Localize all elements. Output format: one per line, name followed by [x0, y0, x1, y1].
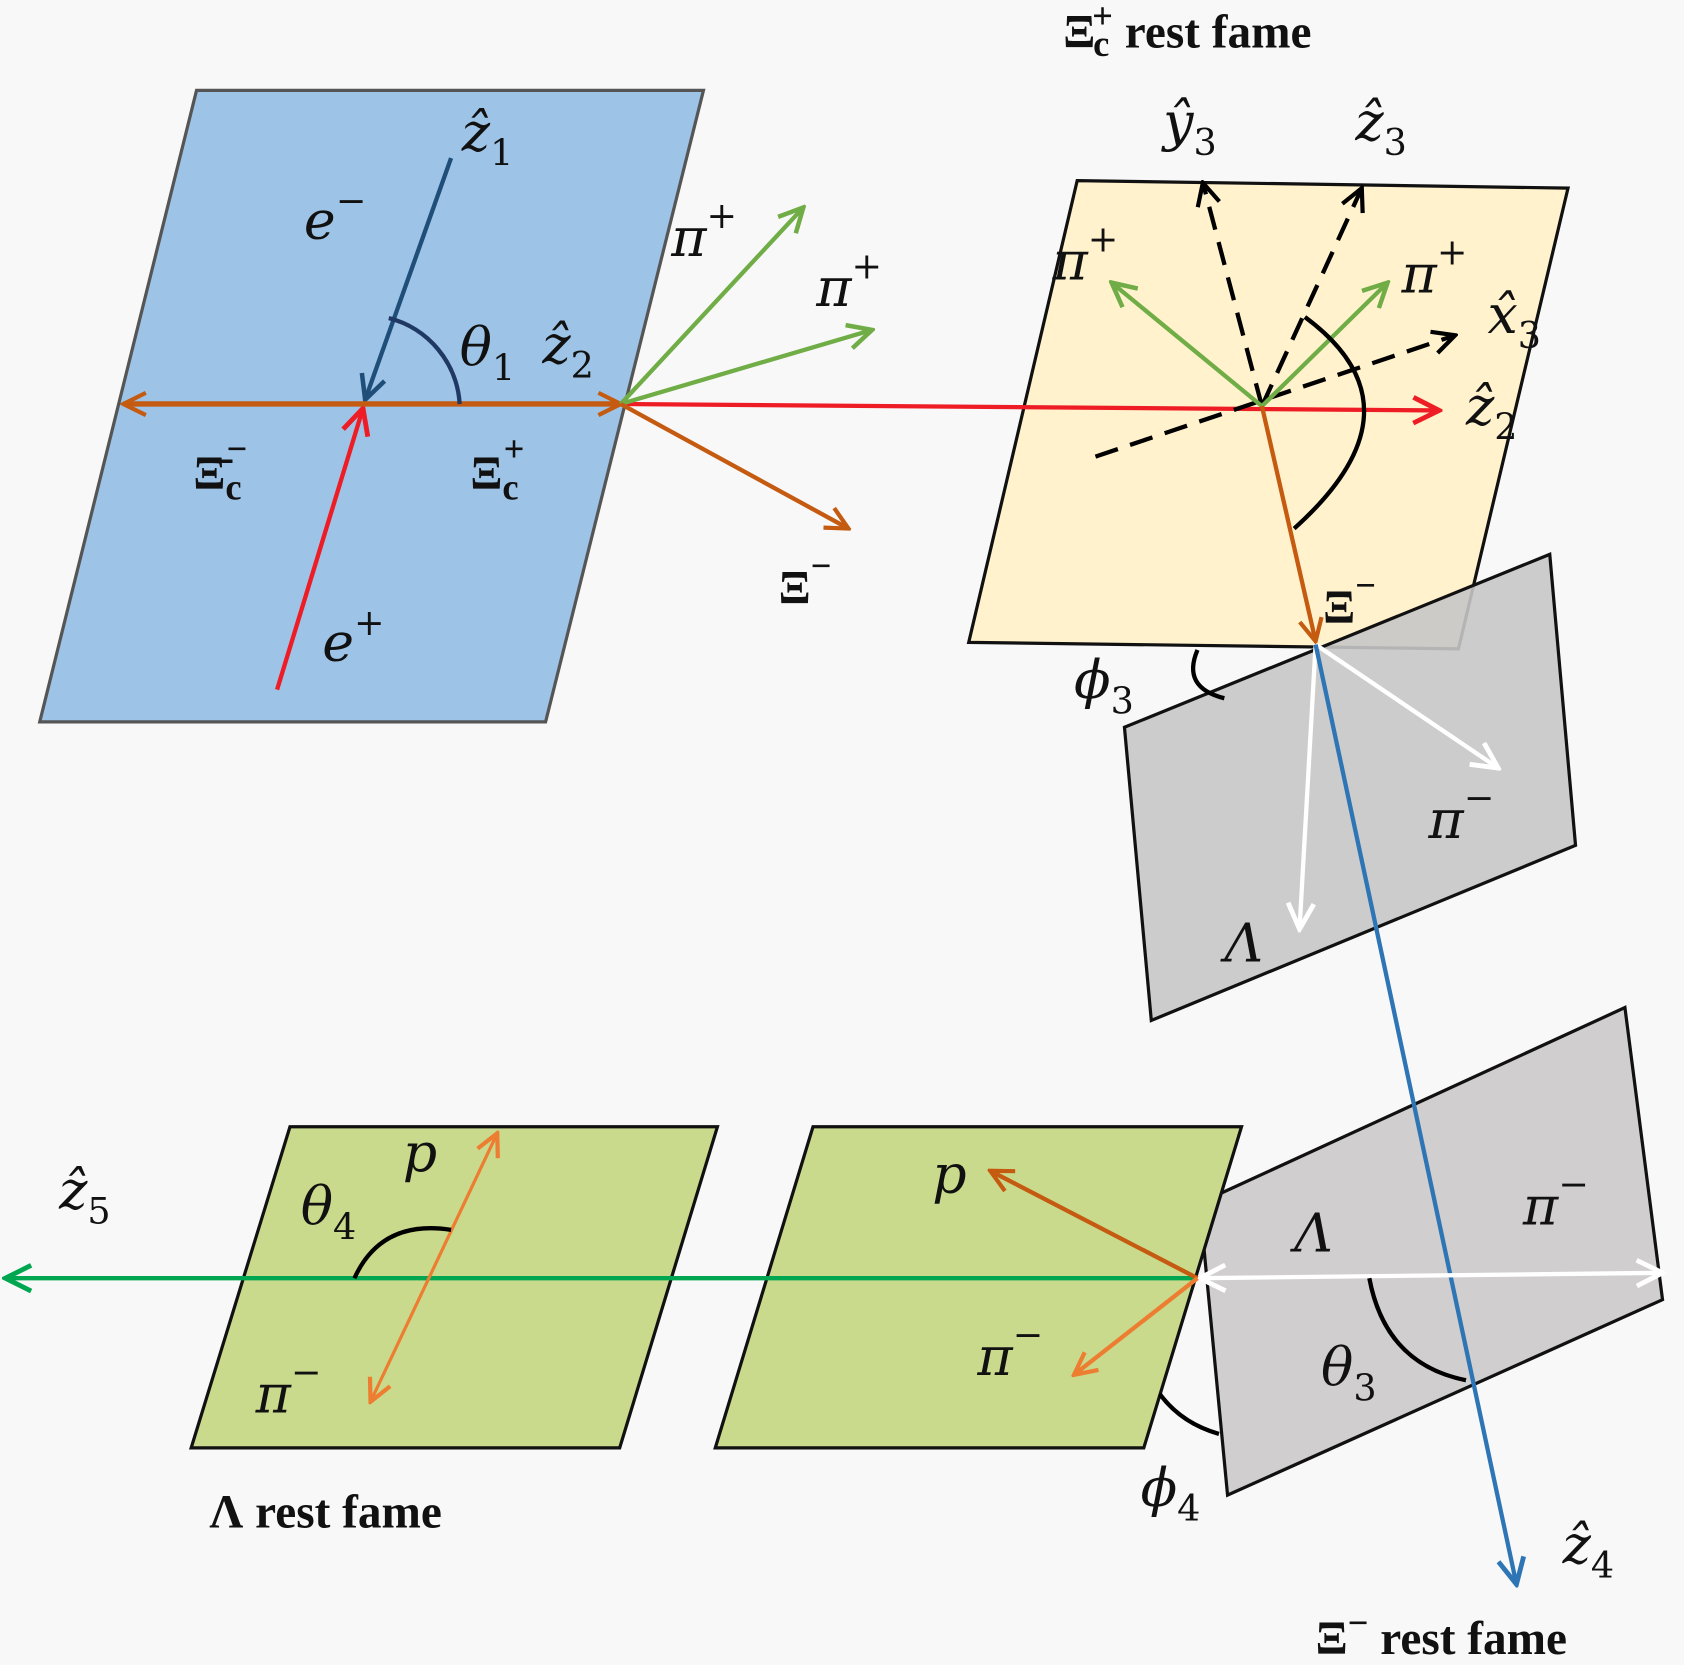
- theta1-arc: [388, 315, 462, 405]
- xi-minus-label-1: Ξ−: [779, 545, 832, 615]
- proton-arrow-1: [990, 1171, 1199, 1281]
- pi-plus-arrow-1: [619, 207, 804, 406]
- pi-minus-label-4: π−: [255, 1351, 322, 1426]
- theta1-label: θ1: [460, 315, 516, 389]
- z5-label: ẑ5: [58, 1158, 111, 1232]
- pi-minus-label-2: π−: [1522, 1163, 1589, 1238]
- proton-label-2: p: [403, 1121, 437, 1184]
- z2-label-lab: ẑ2: [541, 313, 594, 387]
- phi3-arc: [1191, 649, 1225, 701]
- xi-minus-arrow-1: [619, 402, 849, 529]
- xi-rest-frame-plane: [1197, 1005, 1665, 1498]
- phi4-label: ϕ4: [1141, 1456, 1201, 1530]
- lambda-rest-frame-label: Λ rest fame: [209, 1486, 441, 1538]
- x3-label: x̂3: [1487, 283, 1541, 357]
- proton-pion-arrow: [371, 1133, 498, 1401]
- pi-plus-arrow-3: [1112, 283, 1264, 408]
- xi-c-plus-label: Ξc+: [470, 428, 524, 508]
- xibar-c-label: Ξ̄c−: [193, 428, 247, 508]
- pi-plus-arrow-2: [620, 330, 872, 407]
- z1-label: ẑ1: [461, 101, 514, 175]
- lambda-label-1: Λ: [1219, 911, 1263, 974]
- phi4-arc: [1158, 1392, 1220, 1436]
- xi-c-rest-frame-label: Ξc+ rest fame: [1063, 0, 1311, 64]
- pi-plus-label-3: π+: [1052, 217, 1119, 292]
- z2-axis-arrow: [620, 404, 1439, 410]
- z3-axis: [1259, 188, 1362, 408]
- z4-label: ẑ4: [1562, 1513, 1615, 1587]
- theta2-arc: [1292, 315, 1367, 531]
- y3-label: ŷ3: [1161, 90, 1217, 164]
- xi-decay-plane: [1122, 552, 1578, 1023]
- lambda-decay-plane: [713, 1125, 1244, 1450]
- phi3-label: ϕ3: [1074, 648, 1134, 722]
- pi-minus-label-3: π−: [976, 1313, 1043, 1388]
- e-plus-arrow: [275, 408, 363, 691]
- e-minus-arrow: [365, 157, 454, 400]
- pi-plus-label-1: π+: [670, 194, 737, 269]
- xi-minus-label-2: Ξ−: [1323, 564, 1376, 634]
- pi-minus-label-1: π−: [1427, 776, 1494, 851]
- z3-label: ẑ3: [1354, 90, 1407, 164]
- theta4-label: θ4: [301, 1175, 357, 1249]
- xi-minus-arrow-2: [1259, 405, 1316, 641]
- pi-plus-arrow-4: [1260, 283, 1388, 408]
- lambda-label-2: Λ: [1289, 1201, 1333, 1264]
- lambda-pi-arrow: [1200, 1273, 1663, 1278]
- pi-minus-arrow-1: [1314, 642, 1499, 769]
- y3-axis: [1203, 183, 1265, 407]
- pi-minus-arrow-3: [1074, 1276, 1199, 1375]
- proton-label-1: p: [932, 1142, 966, 1205]
- theta3-arc: [1367, 1277, 1467, 1383]
- xi-rest-frame-label: Ξ− rest fame: [1316, 1602, 1567, 1665]
- theta4-arc: [352, 1226, 452, 1280]
- z4-axis-arrow: [1313, 644, 1517, 1585]
- pi-plus-label-2: π+: [815, 244, 882, 319]
- z2-label-rest: ẑ2: [1465, 374, 1518, 448]
- lambda-arrow-1: [1300, 644, 1318, 930]
- e-plus-label: e+: [322, 601, 384, 674]
- pi-plus-label-4: π+: [1401, 230, 1468, 305]
- theta3-label: θ3: [1321, 1336, 1377, 1410]
- e-minus-label: e−: [304, 179, 366, 252]
